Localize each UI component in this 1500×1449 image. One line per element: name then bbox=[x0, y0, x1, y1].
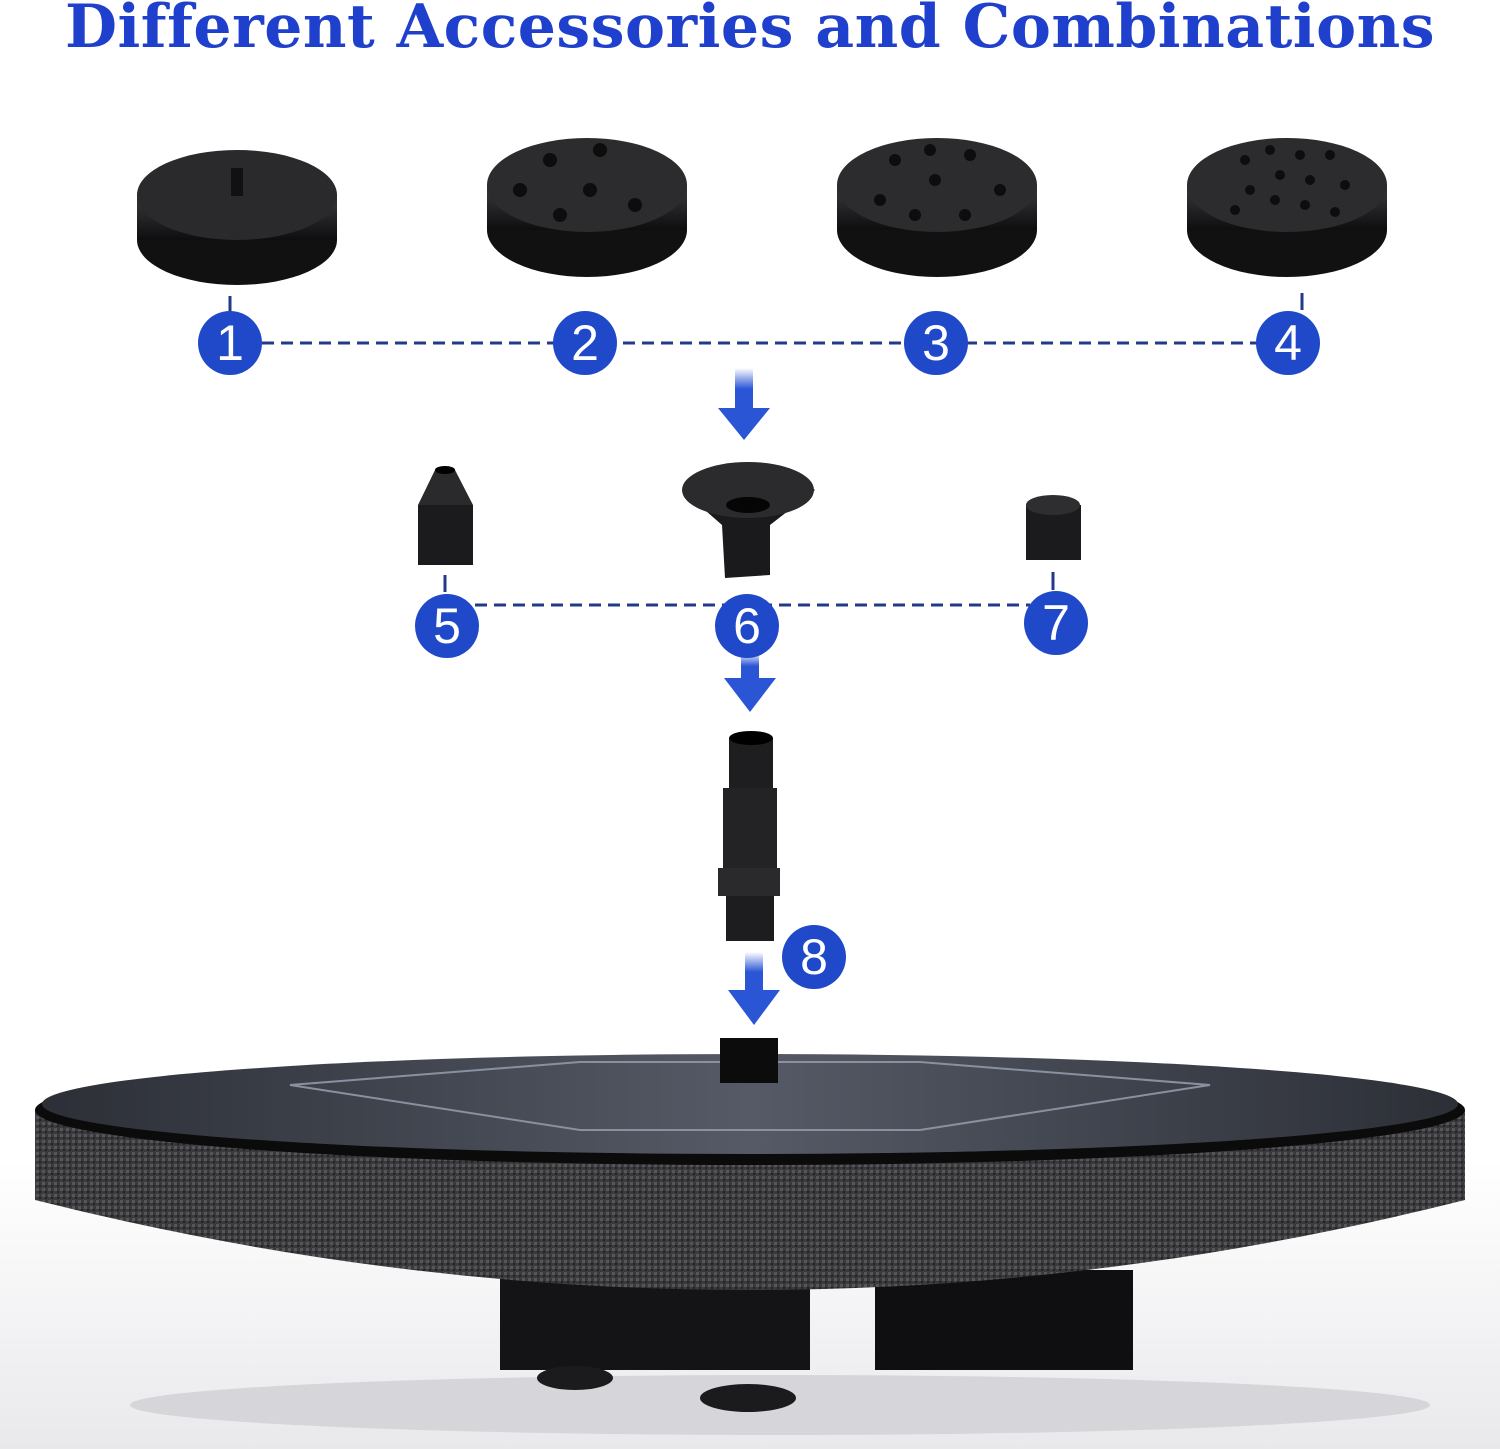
nozzle-head-4 bbox=[1187, 138, 1387, 277]
nozzle-7 bbox=[1026, 495, 1081, 560]
badge-4: 4 bbox=[1256, 311, 1320, 375]
badge-2: 2 bbox=[553, 311, 617, 375]
connector-line-heads bbox=[228, 293, 1304, 345]
badge-7: 7 bbox=[1024, 591, 1088, 655]
arrow-down-icon bbox=[718, 368, 770, 440]
badge-3: 3 bbox=[904, 311, 968, 375]
page-title: Different Accessories and Combinations bbox=[64, 0, 1436, 62]
arrow-down-icon bbox=[728, 952, 780, 1025]
arrow-down-icon bbox=[724, 652, 776, 712]
nozzle-head-1 bbox=[137, 150, 337, 285]
nozzle-head-3 bbox=[837, 138, 1037, 277]
nozzle-6 bbox=[682, 462, 815, 578]
extension-tube bbox=[718, 731, 780, 941]
nozzle-head-2 bbox=[487, 138, 687, 277]
badge-6: 6 bbox=[715, 594, 779, 658]
badge-5: 5 bbox=[415, 594, 479, 658]
solar-fountain-base bbox=[35, 1038, 1465, 1435]
nozzle-5 bbox=[418, 466, 473, 565]
badge-8: 8 bbox=[782, 925, 846, 989]
badge-1: 1 bbox=[198, 311, 262, 375]
